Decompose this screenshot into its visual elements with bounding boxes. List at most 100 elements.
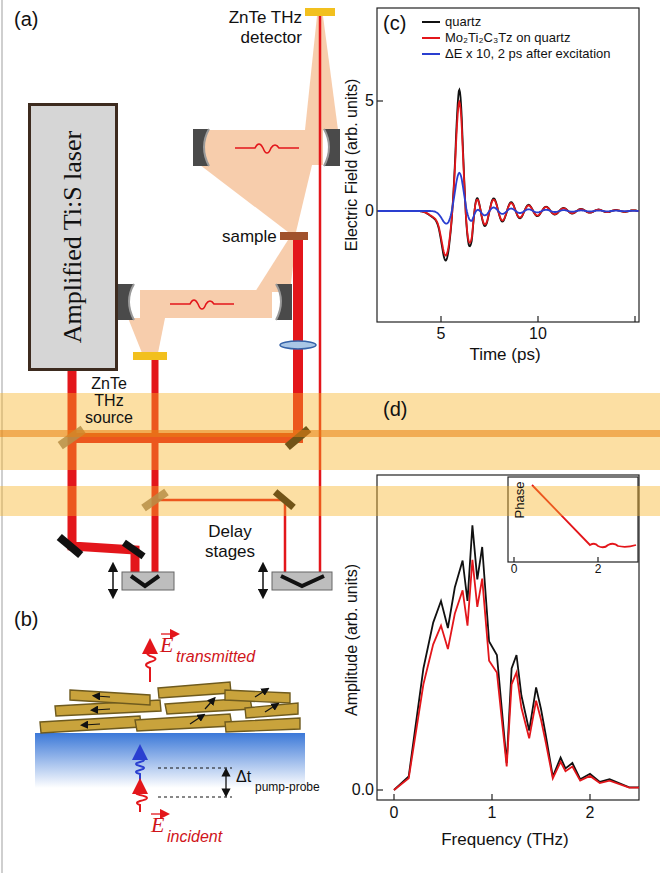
panel-letter: (b) [14, 608, 38, 631]
panel-letter: (a) [14, 8, 38, 31]
tick-label: 1 [488, 804, 497, 822]
moment-arrow [190, 716, 202, 724]
parabolic-mirror [118, 129, 340, 320]
panel-letter: (c) [383, 12, 406, 35]
waveform-curve [378, 173, 639, 224]
retroreflector [131, 576, 159, 586]
tick-label: 2 [586, 804, 595, 822]
thz-beam [200, 165, 312, 232]
delay-stage [113, 567, 332, 594]
axis-title: Frequency (THz) [441, 830, 569, 850]
axes [377, 475, 639, 800]
delay-stage [272, 572, 332, 590]
moment-arrow [84, 690, 276, 725]
tick [440, 316, 441, 322]
mirror [122, 540, 146, 559]
parabolic-mirror [276, 284, 292, 320]
spectrum-plot [394, 525, 639, 790]
axis-title: Amplitude (arb. units) [343, 564, 361, 716]
field-symbol: E [160, 632, 173, 657]
parabolic-mirror [204, 129, 209, 166]
legend-sample [422, 21, 440, 23]
parabolic-mirror [324, 129, 340, 166]
thz-beam [128, 318, 165, 353]
tick-label: 2 [595, 563, 602, 577]
field-subscript: transmitted [176, 648, 255, 666]
axis-title: Electric Field (arb. units) [343, 79, 361, 252]
parabolic-mirror [324, 129, 329, 166]
tick [393, 794, 394, 800]
mirror [57, 534, 84, 558]
sample-slab [280, 232, 308, 240]
moment-arrow [96, 696, 110, 697]
flake [245, 703, 298, 718]
legend-text: quartz [445, 15, 481, 30]
motion-arrow [112, 567, 114, 594]
legend-text: ΔE x 10, 2 ps after excitation [445, 47, 611, 62]
lens [280, 341, 316, 349]
waveform-plot [378, 90, 639, 261]
tick [377, 789, 383, 790]
flake [225, 718, 300, 732]
dashed-guide [158, 797, 232, 798]
quartz-substrate [35, 733, 305, 788]
legend-sample [422, 53, 440, 55]
tick [597, 557, 598, 562]
laser-label: Amplified Ti:S laser [58, 131, 88, 343]
component-label: ZnTe THz source [80, 376, 138, 427]
incident-pulse [136, 786, 147, 812]
delay-label: Δt [236, 768, 251, 786]
highlight-band [0, 486, 660, 516]
moment-arrow [265, 705, 276, 712]
thz-beam [305, 16, 338, 130]
moment-arrow [94, 709, 110, 710]
retroreflector [281, 576, 324, 586]
highlight-band [0, 430, 660, 437]
tick [491, 794, 492, 800]
tick [513, 557, 514, 562]
waveform-curve [378, 90, 639, 261]
spectrum-curve [394, 560, 639, 790]
panel-letter: (d) [383, 398, 407, 421]
flake [135, 714, 232, 731]
spectrum-curve [394, 525, 639, 790]
thz-pulse [170, 300, 234, 309]
thz-pulse [235, 144, 299, 153]
parabolic-mirror [118, 284, 134, 320]
waveform-curve [378, 102, 639, 256]
axis-title: Time (ps) [469, 345, 540, 365]
component-label: Delay stages [196, 522, 264, 561]
legend-sample [422, 37, 440, 39]
plot-frame [377, 8, 639, 322]
tick [537, 316, 538, 322]
tick [634, 316, 635, 322]
flake [70, 690, 150, 705]
tick-label: 5 [365, 92, 374, 110]
tick [377, 100, 383, 101]
thz-beam [128, 16, 338, 353]
tick [589, 794, 590, 800]
component-label: sample [222, 227, 277, 247]
inset-title: Phase [513, 482, 528, 519]
tick-label: 0 [365, 202, 374, 220]
tick-label: 0.0 [352, 781, 374, 799]
flake [158, 682, 231, 698]
flake [40, 716, 141, 733]
mxene-flakes [40, 682, 300, 733]
tick-label: 0 [390, 804, 399, 822]
plot-frame [377, 475, 639, 800]
dashed-guide [158, 768, 232, 769]
component-label: ZnTe THz detector [222, 8, 302, 47]
field-symbol: E [151, 812, 164, 837]
moment-arrow [84, 724, 100, 725]
parabolic-mirror [129, 284, 134, 320]
legend-text: Mo₂Ti₂C₃Tz on quartz [445, 31, 570, 46]
parabolic-mirror [193, 129, 209, 166]
field-subscript: incident [167, 828, 222, 846]
delay-stage [122, 572, 174, 590]
thz-beam [205, 130, 323, 165]
delay-arrow [225, 772, 226, 793]
moment-arrow [205, 700, 213, 709]
axes [377, 8, 639, 322]
